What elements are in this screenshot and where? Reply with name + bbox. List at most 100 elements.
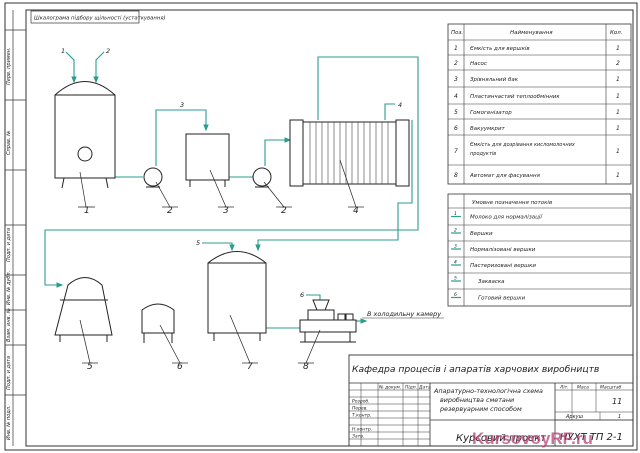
vacuum-unit [141,303,175,343]
title-row-approve: Затв. [352,434,364,440]
spec-row-name: Ємкість для вершків [470,46,530,52]
spec-row-pos: 8 [454,172,458,179]
flow-arrows [56,76,368,324]
legend-label: Готовий вершки [478,296,526,302]
legend-code: 3 [454,244,457,250]
flow-labels: 1 2 3 4 5 6 [61,47,402,299]
flow-line-1 [65,51,75,82]
flow-line-4 [44,56,419,286]
spec-row-qty: 1 [616,172,620,179]
spec-header-pos: Поз. [451,30,463,36]
side-label: Инв. № подл. [6,406,12,441]
inner-frame [25,9,634,447]
title-col-mass: Маса [577,385,589,391]
title-col-sign: Підп. [405,385,417,391]
cream-tank [54,81,116,189]
flow-line-5 [257,120,413,250]
spec-row-qty: 1 [616,109,620,116]
spec-row-pos: 7 [454,148,458,155]
legend-label: Пастеризовані вершки [470,263,536,269]
arrow-icon [255,244,261,252]
flow-line-2 [95,51,105,82]
spec-row-qty: 1 [616,148,620,155]
equipment-label: 6 [177,362,183,372]
title-col-doc: № докум. [378,385,401,391]
equipment-label: 7 [247,362,253,372]
arrow-icon [203,124,209,132]
title-col-scale: Масштаб [600,385,622,391]
spec-row-pos: 2 [454,60,458,67]
arrow-icon [360,318,368,324]
side-label: Подп. и дата [6,356,12,390]
equipment-label: 2 [281,206,287,216]
equipment-label: 5 [87,362,93,372]
title-sheet-number: 1 [618,414,621,420]
title-col-lit: Літ. [559,385,569,391]
legend-header: Умовне позначення потоків [472,200,552,206]
side-label: Взам. инв. № [6,308,12,342]
flow-line-3 [155,109,207,166]
title-block: Кафедра процесів і апаратів харчових вир… [348,354,634,447]
legend-code: 1 [454,211,457,217]
flow-line-4 [384,103,395,120]
legend-label: Нормалізовані вершки [470,247,536,253]
legend-label: Закваска [478,279,505,285]
watermark: KursovoyRF.ru [472,429,593,448]
arrow-icon [56,282,64,288]
spec-row-pos: 1 [454,45,458,52]
equipment [54,81,410,343]
flow-label: 2 [106,47,110,55]
title-row-ncontr: Н.контр. [352,427,372,433]
title-row-tcontr: Т.контр. [352,413,372,419]
legend-code: 4 [454,260,457,266]
plate-heat-exchanger [289,119,410,187]
leader-lines [78,159,364,364]
spec-row-qty: 1 [616,45,620,52]
exchanger-plates [309,122,389,184]
legend-label: Молоко для нормалізації [470,215,543,221]
side-label: Инв. № дубл. [6,271,12,305]
filling-machine [299,299,357,343]
legend-code: 6 [454,292,457,298]
homogenizer [54,277,113,342]
spec-row-name: Гомогенізатор [470,110,512,116]
flow-label: 5 [196,239,200,247]
equipment-label: 4 [353,206,359,216]
title-department: Кафедра процесів і апаратів харчових вир… [352,364,599,375]
side-label: Подп. и дата [6,228,12,262]
arrow-icon [93,76,99,84]
title-row-check: Перев. [352,406,368,412]
side-label: Справ. № [6,131,12,155]
spec-header-qty: Кол. [610,30,623,36]
side-margin: Перв. примен. Справ. № Подп. и дата Инв.… [5,10,26,446]
flow-line-5 [202,242,233,250]
output-note: В холодильну камеру [367,310,441,318]
title-code: НУХТ ТП 2-1 [560,432,623,443]
spec-row-name: Зрівняльний бак [470,77,519,83]
equipment-label: 1 [84,206,90,216]
spec-row-pos: 5 [454,109,458,116]
header-note-box [30,10,140,24]
spec-header-name: Найменування [510,30,553,36]
legend-code: 5 [454,276,457,282]
pump [252,167,272,188]
flow-label: 1 [61,47,65,55]
spec-row-name: Вакуумкрит [470,126,506,132]
flow-label: 4 [398,101,402,109]
title-sheet-label: Аркуш [565,414,584,420]
spec-row-qty: 2 [616,60,620,67]
arrow-icon [229,244,235,252]
flow-lines [44,51,419,329]
flow-line-3 [264,139,290,166]
title-row-dev: Розроб. [352,399,370,405]
ripening-tank [207,251,267,341]
side-label: Перв. примен. [6,47,12,85]
equipment-label: 2 [167,206,173,216]
header-note: Шкалограма підбору щільності (устаткуван… [34,16,166,22]
spec-row-pos: 3 [454,76,458,83]
title-col-date: Дата [418,385,431,391]
arrow-icon [71,76,77,84]
equipment-label: 3 [223,206,229,216]
